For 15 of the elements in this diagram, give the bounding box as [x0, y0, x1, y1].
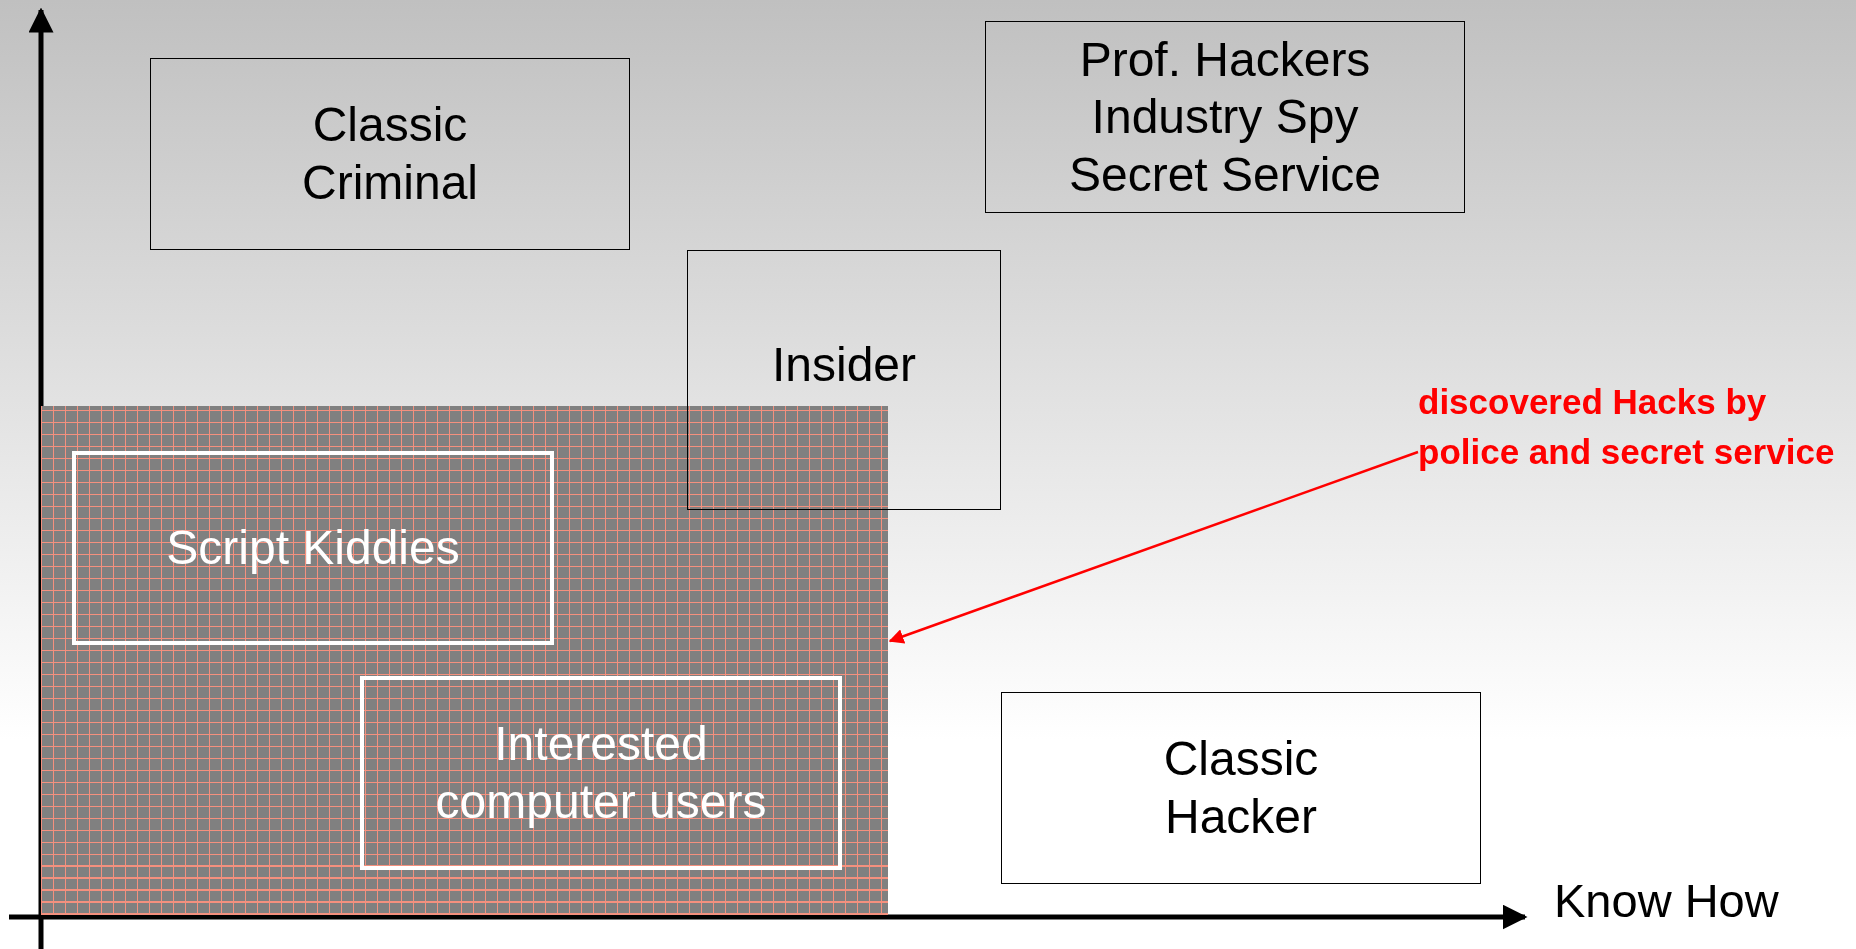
axis-title: Know How [1554, 873, 1779, 928]
box-label: Classic Hacker [1162, 731, 1320, 845]
box-label: Industry Spy [1091, 89, 1359, 146]
arrow [888, 450, 1419, 644]
hatched-region [41, 406, 888, 915]
category-box [985, 21, 1465, 213]
annotation-text: discovered Hacks by police and secret service [1418, 377, 1843, 537]
category-box [150, 58, 630, 250]
box-label: Insider [771, 337, 917, 394]
box-label: Secret Service [1068, 146, 1382, 203]
category-box [72, 451, 554, 645]
box-label: Prof. Hackers [1079, 31, 1371, 88]
box-label: Classic Criminal [301, 97, 479, 211]
category-box [687, 250, 1001, 510]
category-box [1001, 692, 1481, 884]
